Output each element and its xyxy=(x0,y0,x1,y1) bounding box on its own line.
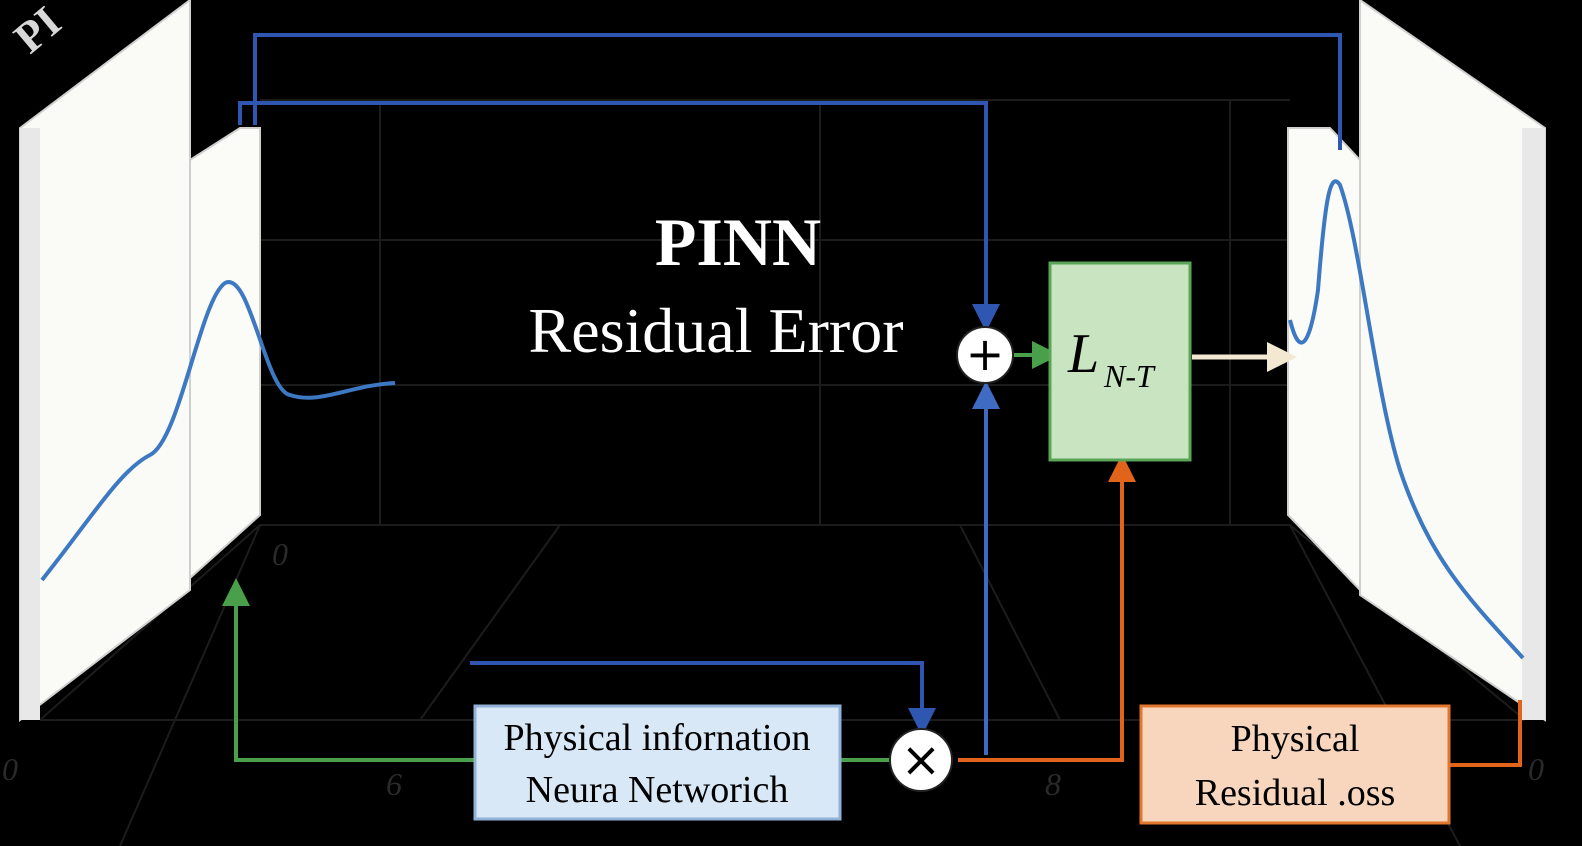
pinn-network-line-1: Physical infornation xyxy=(503,717,810,759)
axis-tick-left: 0 xyxy=(2,751,18,787)
left-panel-outer xyxy=(19,0,191,723)
outer-feedback-line xyxy=(253,33,1342,150)
pinn-network-box: Physical infornation Neura Networich xyxy=(473,704,842,821)
pinn-network-line-2: Neura Networich xyxy=(526,769,789,811)
sum-symbol: + xyxy=(966,327,1005,381)
residual-loss-line-1: Physical xyxy=(1231,718,1360,760)
loss-subscript: N-T xyxy=(1103,358,1156,394)
residual-loss-box: Physical Residual .oss xyxy=(1139,704,1451,825)
right-panel-outer xyxy=(1359,0,1546,722)
network-feedback-arrow xyxy=(222,578,475,762)
right-panel-inner xyxy=(1287,127,1361,593)
left-signal-curve xyxy=(40,280,396,582)
residual-loss-line-2: Residual .oss xyxy=(1195,772,1396,814)
title-line-2: Residual Error xyxy=(529,295,904,366)
product-node: × xyxy=(889,728,953,792)
inner-feedback-arrow xyxy=(238,101,1000,332)
product-symbol: × xyxy=(901,732,941,788)
axis-tick-six: 6 xyxy=(386,766,402,802)
residual-to-panel-link xyxy=(1450,700,1522,767)
product-to-loss-arrow xyxy=(958,454,1136,762)
axis-tick-right: 0 xyxy=(1528,751,1544,787)
sum-node: + xyxy=(956,326,1014,384)
loss-block: L N-T xyxy=(1048,261,1192,462)
title-line-1: PINN xyxy=(655,204,821,280)
loss-symbol: L xyxy=(1067,323,1099,385)
axis-tick-eight: 8 xyxy=(1045,766,1061,802)
network-to-product-arrow xyxy=(470,661,936,736)
corner-fragment-text: PI xyxy=(5,0,70,63)
right-signal-curve xyxy=(1288,179,1525,660)
axis-tick-inner: 0 xyxy=(272,536,288,572)
left-panel-inner xyxy=(189,127,261,581)
